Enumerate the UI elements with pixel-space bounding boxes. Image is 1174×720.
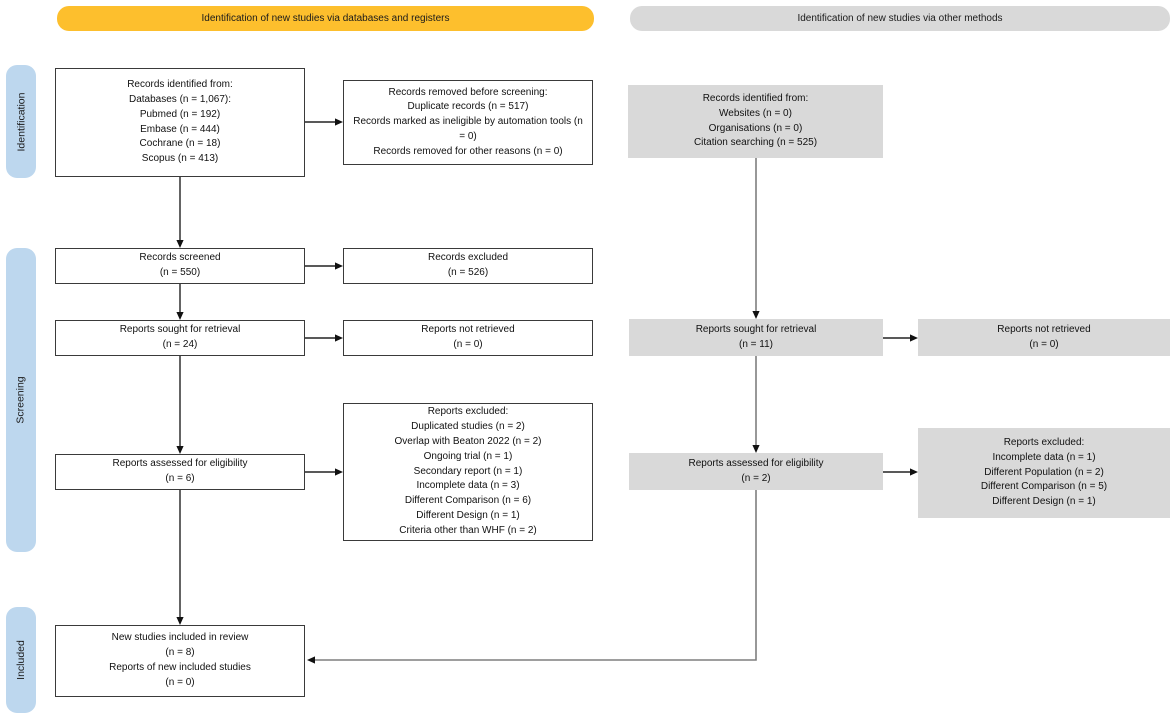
box-line: (n = 0) <box>165 676 195 688</box>
box-line: (n = 2) <box>741 472 771 484</box>
stage-label-screening-text: Screening <box>15 376 27 424</box>
arrow-other-sought-to-not-retrieved <box>883 334 918 342</box>
box-line: Duplicate records (n = 517) <box>407 101 529 113</box>
arrow-screened-to-sought <box>176 284 184 320</box>
box-line: New studies included in review <box>111 632 249 644</box>
box-reports-excluded: Reports excluded: Duplicated studies (n =… <box>343 403 593 541</box>
banner-other-methods: Identification of new studies via other … <box>630 6 1170 31</box>
box-line: (n = 8) <box>165 647 195 659</box>
box-line: Secondary report (n = 1) <box>413 465 523 477</box>
arrow-other-records-to-sought <box>752 158 760 319</box>
box-reports-sought: Reports sought for retrieval (n = 24) <box>55 320 305 356</box>
box-line: (n = 0) <box>1029 338 1059 350</box>
box-line: Reports sought for retrieval <box>119 324 241 336</box>
box-line: (n = 6) <box>165 473 195 484</box>
box-line: Duplicated studies (n = 2) <box>411 421 525 433</box>
box-line: Reports not retrieved <box>997 323 1091 335</box>
box-line: Scopus (n = 413) <box>141 153 219 165</box>
box-reports-assessed: Reports assessed for eligibility (n = 6) <box>55 454 305 490</box>
arrow-screened-to-excluded <box>305 262 343 270</box>
box-line: Citation searching (n = 525) <box>693 137 818 149</box>
box-line: (n = 550) <box>159 267 201 278</box>
box-line: Incomplete data (n = 1) <box>992 451 1096 463</box>
box-line: Cochrane (n = 18) <box>139 138 221 150</box>
arrow-assessed-to-reports-excluded <box>305 468 343 476</box>
box-line: Records removed before screening: <box>388 86 548 98</box>
stage-label-screening: Screening <box>6 248 36 552</box>
box-line: Pubmed (n = 192) <box>139 108 221 120</box>
box-line: (n = 526) <box>447 267 489 278</box>
box-line: Websites (n = 0) <box>719 107 792 119</box>
box-other-reports-not-retrieved: Reports not retrieved (n = 0) <box>918 319 1170 356</box>
box-records-identified: Records identified from: Databases (n = 1… <box>55 68 305 177</box>
arrow-other-sought-to-assessed <box>752 356 760 453</box>
box-line: Different Comparison (n = 5) <box>980 481 1108 493</box>
box-line: Reports sought for retrieval <box>695 323 817 335</box>
box-line: Ongoing trial (n = 1) <box>423 450 513 462</box>
box-line: Records removed for other reasons (n = 0… <box>373 145 563 157</box>
box-line: Organisations (n = 0) <box>708 122 803 134</box>
box-other-reports-assessed: Reports assessed for eligibility (n = 2) <box>629 453 883 490</box>
box-other-reports-excluded: Reports excluded: Incomplete data (n = 1)… <box>918 428 1170 518</box>
box-line: Different Population (n = 2) <box>984 466 1104 478</box>
box-line: Records identified from: <box>127 79 233 91</box>
box-line: Records marked as ineligible by automati… <box>353 116 583 142</box>
box-line: Reports of new included studies <box>109 662 251 673</box>
box-reports-not-retrieved: Reports not retrieved (n = 0) <box>343 320 593 356</box>
box-line: Different Design (n = 1) <box>992 496 1096 508</box>
box-records-screened: Records screened (n = 550) <box>55 248 305 284</box>
stage-label-included: Included <box>6 607 36 713</box>
box-line: (n = 11) <box>739 338 773 350</box>
arrow-sought-to-not-retrieved <box>305 334 343 342</box>
box-line: Databases (n = 1,067): <box>128 93 231 105</box>
box-line: Overlap with Beaton 2022 (n = 2) <box>394 436 542 448</box>
box-line: Reports assessed for eligibility <box>112 458 248 470</box>
box-line: Different Design (n = 1) <box>416 510 520 521</box>
box-line: Embase (n = 444) <box>140 123 220 135</box>
banner-databases-registers: Identification of new studies via databa… <box>57 6 594 31</box>
arrow-sought-to-assessed <box>176 356 184 454</box>
box-line: Reports not retrieved <box>421 324 515 336</box>
box-line: Incomplete data (n = 3) <box>416 480 520 492</box>
box-line: Reports excluded: <box>427 406 509 418</box>
box-line: Records excluded <box>427 252 509 264</box>
box-line: (n = 0) <box>453 339 483 350</box>
arrow-identified-to-screened <box>176 177 184 248</box>
box-line: Criteria other than WHF (n = 2) <box>399 524 537 536</box>
box-records-removed: Records removed before screening: Duplica… <box>343 80 593 165</box>
box-line: Different Comparison (n = 6) <box>404 495 532 507</box>
arrow-assessed-to-included <box>176 490 184 625</box>
box-line: (n = 24) <box>162 339 198 350</box>
box-line: Records identified from: <box>702 92 809 104</box>
box-records-excluded: Records excluded (n = 526) <box>343 248 593 284</box>
box-line: Reports assessed for eligibility <box>688 457 824 469</box>
box-new-studies-included: New studies included in review (n = 8) Rep… <box>55 625 305 697</box>
box-line: Reports excluded: <box>1003 437 1085 448</box>
stage-label-identification: Identification <box>6 65 36 178</box>
arrow-identified-to-removed <box>305 118 343 126</box>
stage-label-identification-text: Identification <box>15 92 27 151</box>
box-other-records-identified: Records identified from: Websites (n = 0)… <box>628 85 883 158</box>
stage-label-included-text: Included <box>15 640 28 680</box>
arrow-other-assessed-to-excluded <box>883 468 918 476</box>
box-line: Records screened <box>139 252 221 264</box>
box-other-reports-sought: Reports sought for retrieval (n = 11) <box>629 319 883 356</box>
